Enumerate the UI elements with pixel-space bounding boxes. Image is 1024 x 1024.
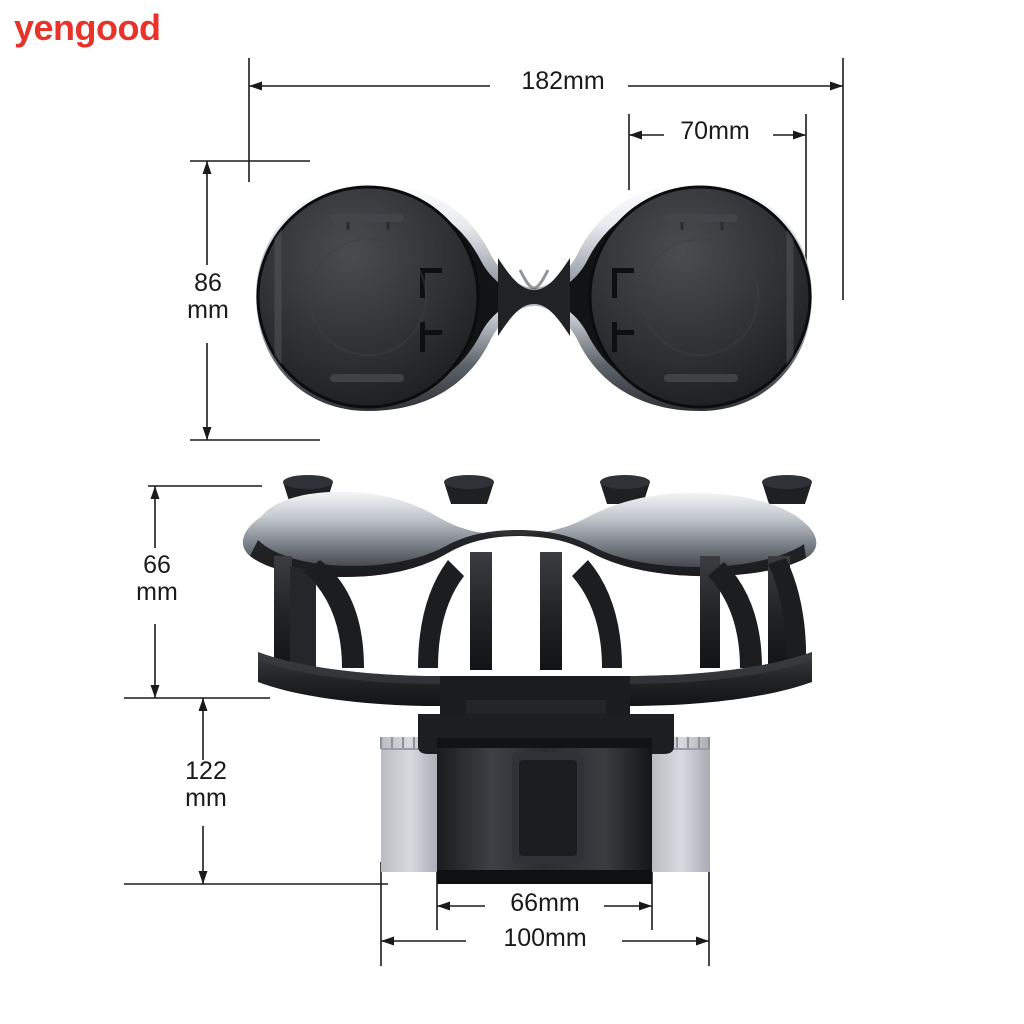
tube-bottom-edge: [437, 870, 652, 884]
dimension-label-66mm-height: 66 mm: [136, 551, 178, 606]
dimension-lines-top-view: [190, 58, 844, 441]
side-view-product: [242, 475, 817, 884]
dimension-label-182mm: 182mm: [521, 67, 605, 95]
right-clamp-plate: [652, 737, 710, 872]
arrow-66w-right: [639, 901, 652, 911]
top-plate-edge: [250, 530, 806, 577]
dimension-label-122mm: 122 mm: [185, 757, 227, 812]
arrow-100-left: [381, 936, 394, 946]
arrow-86-top: [202, 161, 212, 174]
arrow-182-left: [249, 81, 262, 91]
support-structure: [274, 552, 807, 670]
center-bridge: [498, 258, 570, 336]
arrow-70-left: [629, 130, 642, 140]
arrow-122-top: [198, 698, 208, 711]
left-clamp-plate: [381, 737, 439, 872]
arrow-182-right: [830, 81, 843, 91]
watermark-logo: yengood: [14, 7, 161, 48]
arrow-70-right: [793, 130, 806, 140]
dimension-lines-side-view: [124, 485, 710, 966]
top-view-product: [256, 183, 812, 411]
arrow-66h-top: [150, 486, 160, 499]
dimension-label-70mm: 70mm: [680, 117, 750, 145]
arrow-100-right: [696, 936, 709, 946]
dimension-label-66mm-width: 66mm: [510, 889, 580, 917]
arrow-86-bottom: [202, 427, 212, 440]
arrow-66w-left: [437, 901, 450, 911]
dimension-label-86mm: 86 mm: [187, 269, 229, 324]
arrow-122-bottom: [198, 871, 208, 884]
arrow-66h-bottom: [150, 685, 160, 698]
dimension-label-100mm: 100mm: [503, 924, 587, 952]
right-cup-recess: [590, 187, 810, 407]
